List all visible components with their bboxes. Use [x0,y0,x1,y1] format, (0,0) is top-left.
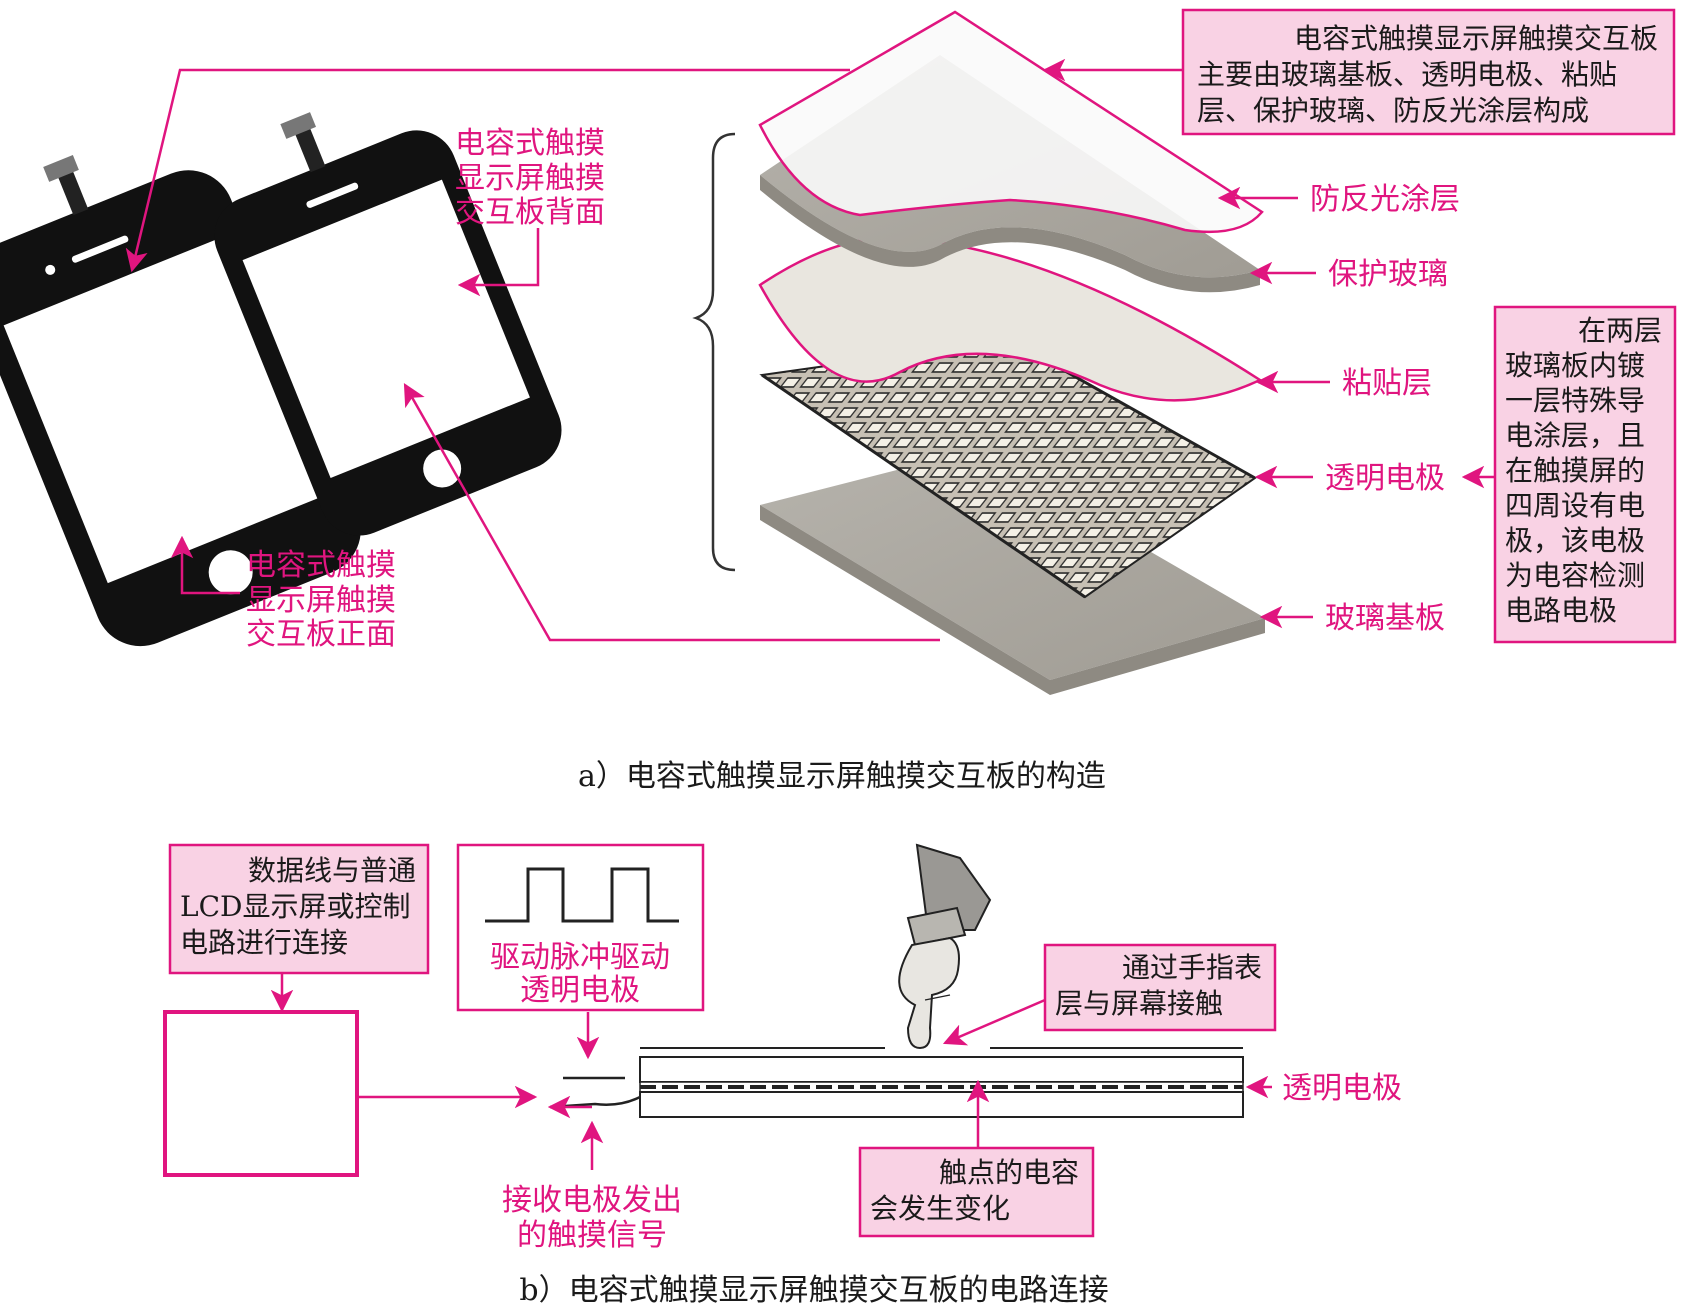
glass-substrate-label: 玻璃基板 [1259,601,1445,636]
control-circuit-box [163,1010,359,1177]
svg-text:透明电极: 透明电极 [1282,1071,1402,1106]
svg-text:驱动脉冲驱动: 驱动脉冲驱动 [490,940,670,975]
finger-icon [898,843,992,1050]
svg-text:一层特殊导: 一层特殊导 [1505,384,1645,417]
svg-text:交互板背面: 交互板背面 [455,195,605,230]
front-screen-leader [125,68,850,273]
svg-text:会发生变化: 会发生变化 [870,1192,1010,1225]
caption-b: b）电容式触摸显示屏触摸交互板的电路连接 [519,1273,1108,1308]
svg-text:LCD显示屏或控制: LCD显示屏或控制 [180,890,410,923]
svg-text:通过手指表: 通过手指表 [1122,951,1262,984]
svg-text:数据线与普通: 数据线与普通 [248,854,416,887]
layer-bracket [692,132,736,572]
svg-text:玻璃基板: 玻璃基板 [1325,601,1445,636]
svg-text:电路电极: 电路电极 [1505,594,1617,627]
svg-text:的触摸信号: 的触摸信号 [517,1218,667,1253]
capacitance-callout: 触点的电容 会发生变化 [858,1146,1095,1238]
svg-text:电涂层，且: 电涂层，且 [1505,419,1645,452]
summary-line-2: 主要由玻璃基板、透明电极、粘贴 [1197,58,1617,91]
summary-line-1: 电容式触摸显示屏触摸交互板 [1294,22,1658,55]
finger-contact-callout: 通过手指表 层与屏幕接触 [1043,943,1277,1032]
receive-line [549,1095,641,1109]
summary-callout: 电容式触摸显示屏触摸交互板 主要由玻璃基板、透明电极、粘贴 层、保护玻璃、防反光… [1181,8,1676,136]
summary-line-3: 层、保护玻璃、防反光涂层构成 [1197,94,1589,127]
anti-reflective-coating-layer [758,10,1264,234]
svg-text:玻璃板内镀: 玻璃板内镀 [1505,349,1645,382]
svg-text:为电容检测: 为电容检测 [1505,559,1645,592]
transparent-electrode-label: 透明电极 [1254,461,1445,496]
protective-glass-label: 保护玻璃 [1249,257,1448,292]
svg-text:显示屏触摸: 显示屏触摸 [455,161,605,196]
svg-text:极，该电极: 极，该电极 [1505,524,1645,557]
svg-text:层与屏幕接触: 层与屏幕接触 [1055,987,1223,1020]
substrate-to-phone-leader [403,383,940,642]
anti-reflective-label: 防反光涂层 [1217,182,1460,217]
svg-text:保护玻璃: 保护玻璃 [1328,257,1448,292]
receive-label: 接收电极发出 的触摸信号 [502,1183,682,1253]
electrode-label-b: 透明电极 [1245,1071,1402,1106]
svg-text:交互板正面: 交互板正面 [246,617,396,652]
svg-text:四周设有电: 四周设有电 [1505,489,1645,522]
electrode-callout: 在两层 玻璃板内镀 一层特殊导 电涂层，且 在触摸屏的 四周设有电 极，该电极 … [1493,305,1677,644]
back-side-leader [457,228,540,297]
glass-substrate-layer [760,450,1265,695]
part-b: 数据线与普通 LCD显示屏或控制 电路进行连接 驱动脉冲驱动 透明电极 接收电极… [163,843,1402,1308]
svg-text:电容式触摸: 电容式触摸 [455,126,605,161]
pulse-waveform [485,867,679,923]
part-a: 电容式触摸显示屏触摸交互板 主要由玻璃基板、透明电极、粘贴 层、保护玻璃、防反光… [0,8,1677,794]
data-line-callout: 数据线与普通 LCD显示屏或控制 电路进行连接 [168,843,430,975]
svg-text:粘贴层: 粘贴层 [1342,366,1432,401]
panel-cross-section [639,1047,1244,1118]
back-side-label: 电容式触摸 显示屏触摸 交互板背面 [455,126,605,230]
svg-text:防反光涂层: 防反光涂层 [1310,182,1460,217]
svg-text:触点的电容: 触点的电容 [939,1156,1079,1189]
svg-text:透明电极: 透明电极 [520,973,640,1008]
svg-text:在触摸屏的: 在触摸屏的 [1505,454,1645,487]
svg-text:电路进行连接: 电路进行连接 [180,926,348,959]
svg-text:显示屏触摸: 显示屏触摸 [246,583,396,618]
caption-a: a）电容式触摸显示屏触摸交互板的构造 [578,759,1106,794]
svg-text:在两层: 在两层 [1578,314,1662,347]
drive-pulse-callout: 驱动脉冲驱动 透明电极 [456,843,705,1012]
svg-text:透明电极: 透明电极 [1325,461,1445,496]
front-side-label: 电容式触摸 显示屏触摸 交互板正面 [246,548,396,652]
phone-back-image [214,112,562,536]
svg-text:电容式触摸: 电容式触摸 [246,548,396,583]
adhesive-label: 粘贴层 [1255,366,1432,401]
svg-text:接收电极发出: 接收电极发出 [502,1183,682,1218]
finger-contact-leader [942,998,1046,1046]
front-side-leader [170,535,240,595]
